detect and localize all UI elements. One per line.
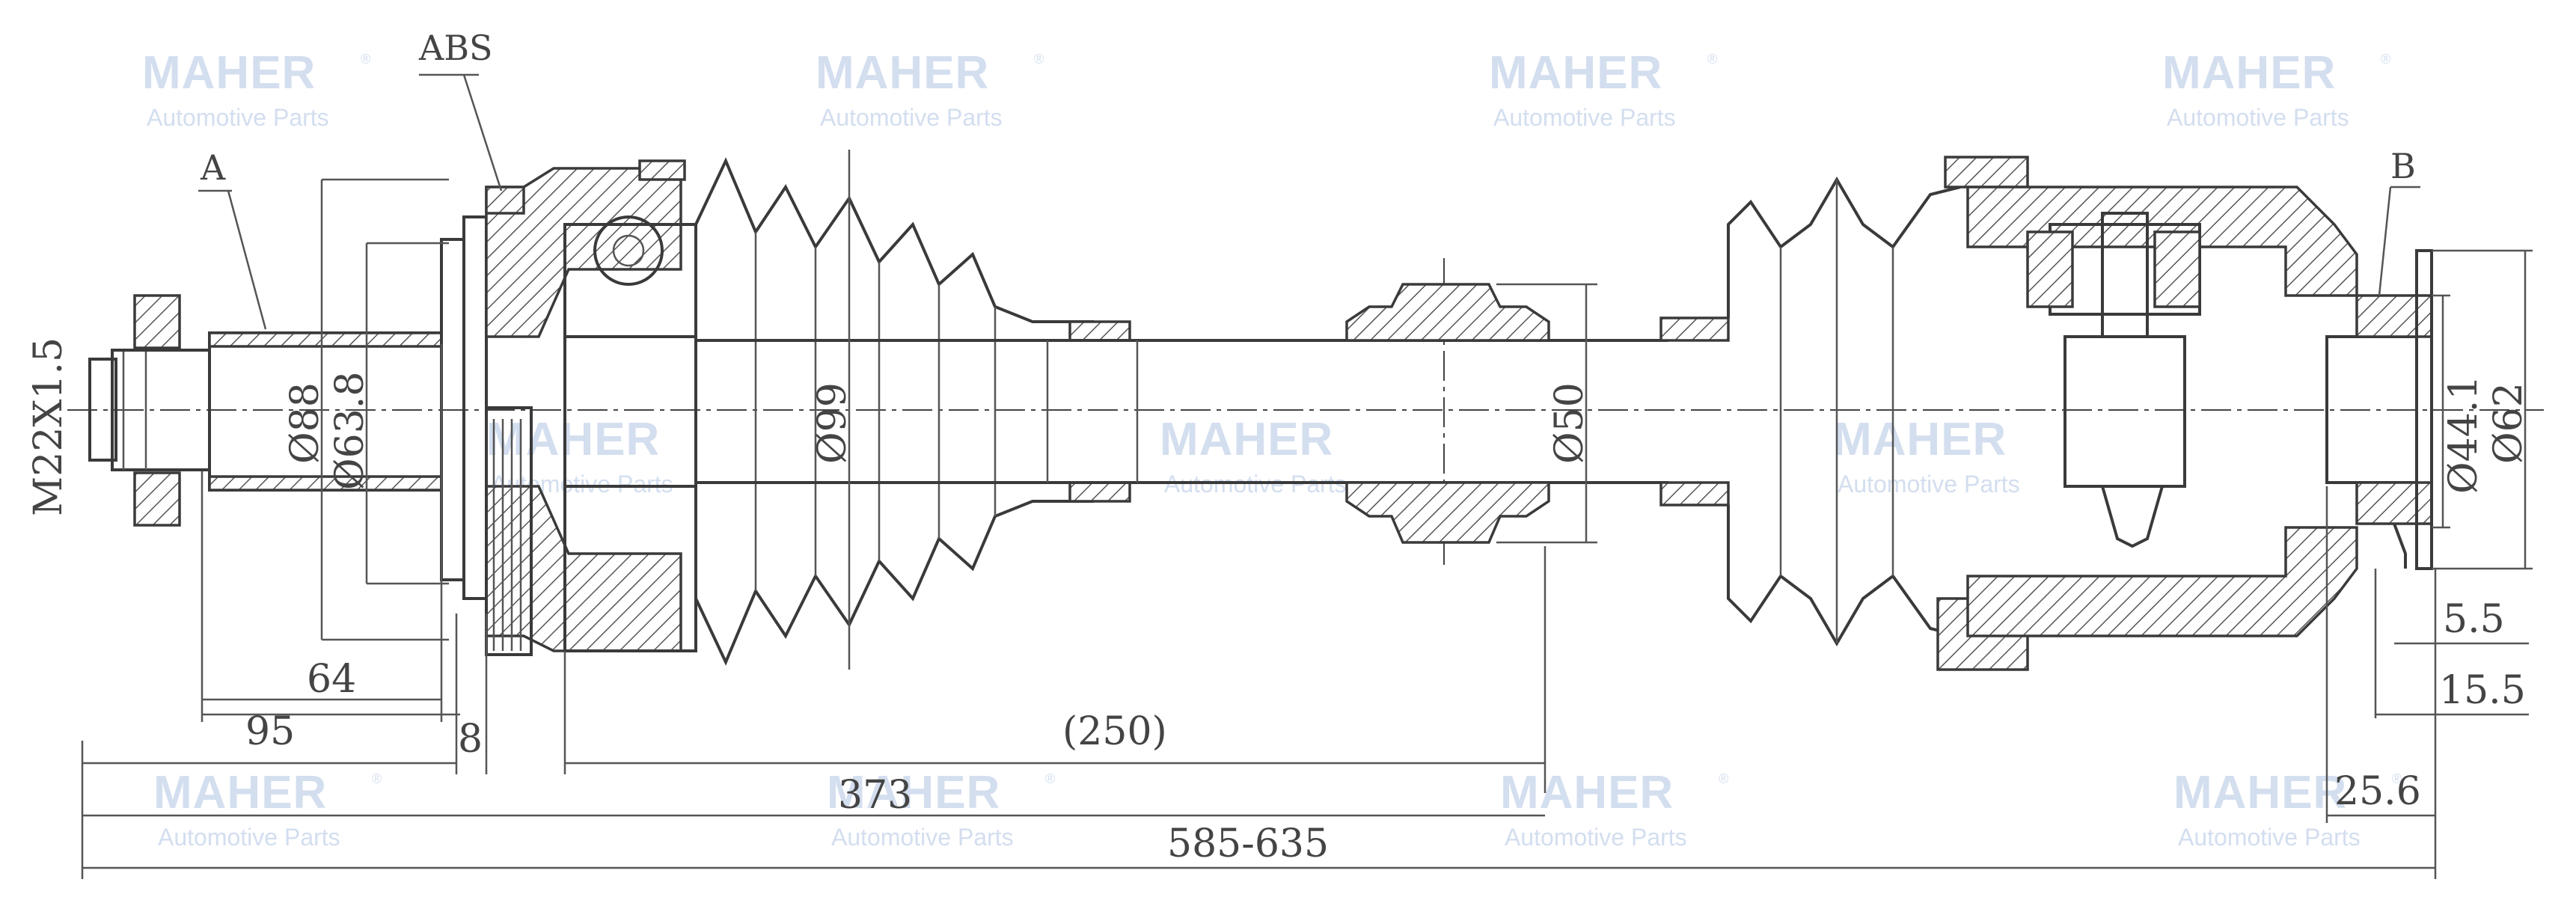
svg-text:®: ® xyxy=(372,771,382,786)
svg-text:MAHER: MAHER xyxy=(1160,414,1333,465)
svg-text:Ø44.1: Ø44.1 xyxy=(2441,376,2486,494)
svg-text:(250): (250) xyxy=(1062,709,1167,754)
watermark-bottom-1: MAHER ® Automotive Parts xyxy=(153,767,382,851)
label-abs: ABS xyxy=(418,28,503,192)
svg-text:Automotive Parts: Automotive Parts xyxy=(1493,104,1676,131)
watermark-top-4: MAHER ® Automotive Parts xyxy=(2162,47,2390,131)
svg-text:MAHER: MAHER xyxy=(2173,767,2347,818)
svg-text:M22X1.5: M22X1.5 xyxy=(26,337,71,516)
label-b: B xyxy=(2378,146,2420,296)
svg-text:25.6: 25.6 xyxy=(2334,769,2421,814)
dim-dia-62: Ø62 xyxy=(2432,249,2533,570)
svg-text:95: 95 xyxy=(245,709,295,754)
svg-text:MAHER: MAHER xyxy=(142,47,316,99)
watermark-mid-3: MAHER Automotive Parts xyxy=(1833,414,2020,498)
outer-cv-joint xyxy=(208,159,697,656)
svg-text:MAHER: MAHER xyxy=(1500,767,1674,818)
svg-text:MAHER: MAHER xyxy=(827,767,1000,818)
svg-text:®: ® xyxy=(361,52,370,67)
svg-text:Ø62: Ø62 xyxy=(2486,382,2531,464)
svg-text:Ø88: Ø88 xyxy=(283,382,328,464)
svg-text:Automotive Parts: Automotive Parts xyxy=(158,824,340,851)
watermark-bottom-4: MAHER ® Automotive Parts xyxy=(2173,767,2402,851)
dim-dia-88: Ø88 xyxy=(283,178,449,641)
svg-text:Automotive Parts: Automotive Parts xyxy=(2167,104,2349,131)
dim-len-373: 373 xyxy=(82,762,1545,818)
dim-len-25-6: 25.6 xyxy=(2325,486,2435,823)
center-bearing xyxy=(1345,283,1550,544)
svg-text:MAHER: MAHER xyxy=(1489,47,1662,99)
svg-text:A: A xyxy=(200,147,226,188)
dim-len-64: 64 xyxy=(201,344,443,722)
dim-len-8: 8 xyxy=(455,613,488,774)
svg-text:®: ® xyxy=(2392,771,2402,786)
svg-text:ABS: ABS xyxy=(418,28,493,68)
dim-dia-99: Ø99 xyxy=(810,150,855,670)
watermark-top-2: MAHER ® Automotive Parts xyxy=(816,47,1044,131)
dim-dia-44-1: Ø44.1 xyxy=(2432,294,2486,529)
watermark-top-3: MAHER ® Automotive Parts xyxy=(1489,47,1717,131)
label-a: A xyxy=(198,147,267,330)
svg-text:Automotive Parts: Automotive Parts xyxy=(820,104,1003,131)
inner-tripod-joint xyxy=(1966,186,2358,637)
watermark-bottom-2: MAHER ® Automotive Parts xyxy=(827,767,1055,851)
dim-len-585-635: 585-635 xyxy=(81,569,2437,879)
svg-text:Ø50: Ø50 xyxy=(1547,382,1592,464)
svg-text:8: 8 xyxy=(458,717,483,762)
watermark-bottom-3: MAHER ® Automotive Parts xyxy=(1500,767,1728,851)
svg-text:B: B xyxy=(2390,146,2416,186)
svg-text:5.5: 5.5 xyxy=(2443,597,2505,642)
svg-text:585-635: 585-635 xyxy=(1167,821,1329,866)
dim-len-95: 95 xyxy=(202,709,460,754)
svg-text:®: ® xyxy=(1034,52,1044,67)
dim-dia-63-8: Ø63.8 xyxy=(328,242,449,585)
svg-text:MAHER: MAHER xyxy=(1833,414,2007,465)
svg-text:Ø63.8: Ø63.8 xyxy=(328,372,373,490)
dim-dia-50: Ø50 xyxy=(1496,283,1597,544)
svg-text:Automotive Parts: Automotive Parts xyxy=(1505,824,1687,851)
svg-text:MAHER: MAHER xyxy=(153,767,327,818)
dim-len-15-5: 15.5 xyxy=(2374,569,2529,718)
svg-text:64: 64 xyxy=(307,657,356,702)
svg-text:®: ® xyxy=(1707,52,1717,67)
watermark-mid-2: MAHER Automotive Parts xyxy=(1160,414,1347,498)
svg-text:®: ® xyxy=(1045,771,1055,786)
svg-text:®: ® xyxy=(1719,771,1728,786)
dim-thread: M22X1.5 xyxy=(26,337,71,516)
dim-len-250: (250) xyxy=(563,546,1546,793)
svg-text:Automotive Parts: Automotive Parts xyxy=(1838,471,2020,498)
svg-text:373: 373 xyxy=(838,773,912,818)
svg-text:MAHER: MAHER xyxy=(2162,47,2336,99)
svg-text:MAHER: MAHER xyxy=(486,414,660,465)
watermark-top-1: MAHER ® Automotive Parts xyxy=(142,47,370,131)
svg-text:Ø99: Ø99 xyxy=(810,382,855,464)
svg-text:®: ® xyxy=(2381,52,2390,67)
dim-len-5-5: 5.5 xyxy=(2394,597,2529,645)
svg-text:Automotive Parts: Automotive Parts xyxy=(831,824,1014,851)
svg-text:Automotive Parts: Automotive Parts xyxy=(2178,824,2361,851)
svg-text:15.5: 15.5 xyxy=(2439,668,2526,713)
left-boot xyxy=(694,157,1131,666)
abs-ring xyxy=(485,186,525,215)
svg-text:Automotive Parts: Automotive Parts xyxy=(147,104,329,131)
svg-text:MAHER: MAHER xyxy=(816,47,989,99)
